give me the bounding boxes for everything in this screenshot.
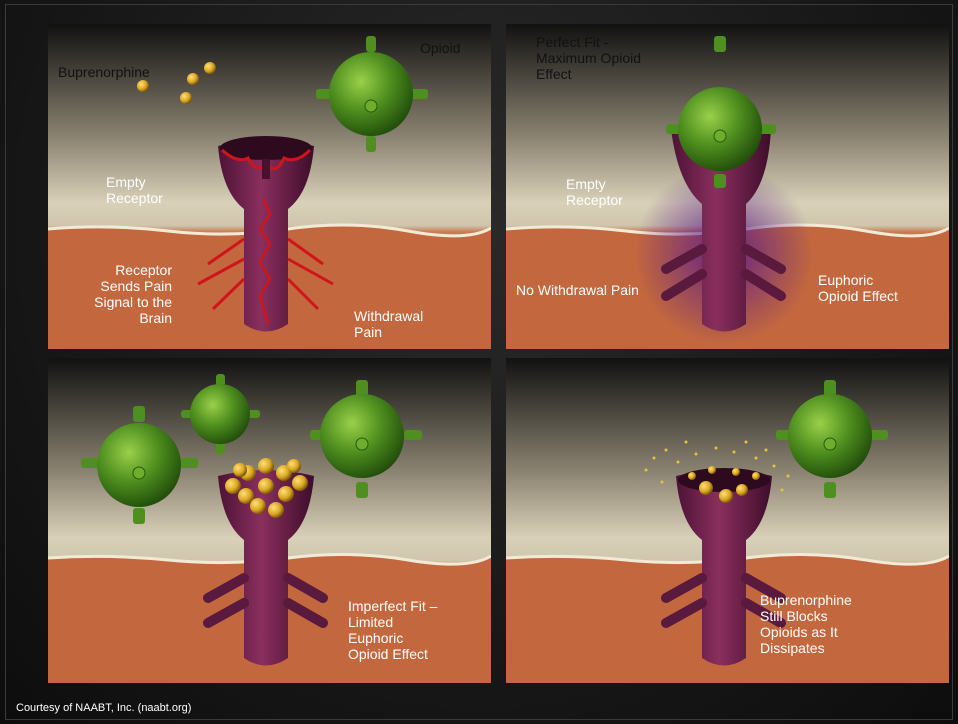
panel-illustration (506, 358, 949, 683)
buprenorphine-label: Buprenorphine (58, 64, 150, 80)
panel-top-right: Perfect Fit - Maximum Opioid Effect Empt… (506, 24, 949, 349)
panel-bottom-left: Imperfect Fit – Limited Euphoric Opioid … (48, 358, 491, 683)
imperfect-fit-label: Imperfect Fit – Limited Euphoric Opioid … (348, 598, 437, 662)
euphoric-effect-label: Euphoric Opioid Effect (818, 272, 898, 304)
still-blocks-label: Buprenorphine Still Blocks Opioids as It… (760, 592, 852, 656)
perfect-fit-label: Perfect Fit - Maximum Opioid Effect (536, 34, 641, 82)
no-withdrawal-label: No Withdrawal Pain (516, 282, 639, 298)
opioid-label: Opioid (420, 40, 460, 56)
panel-bottom-right: Buprenorphine Still Blocks Opioids as It… (506, 358, 949, 683)
panel-top-left: Buprenorphine Opioid Empty Receptor Rece… (48, 24, 491, 349)
receptor-signal-label: Receptor Sends Pain Signal to the Brain (92, 262, 172, 326)
image-credit: Courtesy of NAABT, Inc. (naabt.org) (16, 702, 191, 714)
empty-receptor-label: Empty Receptor (566, 176, 623, 208)
empty-receptor-label: Empty Receptor (106, 174, 163, 206)
withdrawal-pain-label: Withdrawal Pain (354, 308, 423, 340)
